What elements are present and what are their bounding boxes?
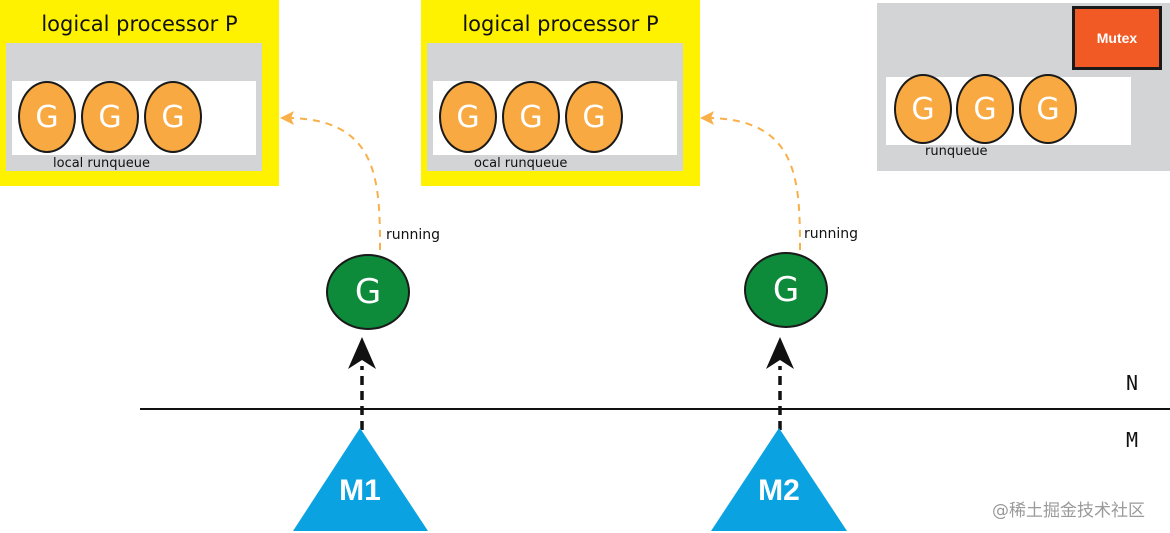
running-goroutine-1: G xyxy=(326,254,410,330)
running-goroutine-2: G xyxy=(744,252,828,328)
machine-2-label: M2 xyxy=(758,474,800,507)
running-arrow-2-head xyxy=(700,111,714,125)
machine-1-triangle xyxy=(293,428,428,531)
queued-goroutine: G xyxy=(144,81,202,153)
running-arrow-2 xyxy=(709,117,801,251)
running-label-2: running xyxy=(804,226,859,242)
queued-goroutine: G xyxy=(18,81,76,153)
m-label: M xyxy=(1126,428,1139,452)
running-arrow-1 xyxy=(289,117,381,251)
machine-1-label: M1 xyxy=(339,474,381,507)
global-runqueue-box: Mutex G G G runqueue xyxy=(877,3,1170,171)
logical-processor-2: logical processor P G G G ocal runqueue xyxy=(421,0,700,186)
logical-processor-1: logical processor P G G G local runqueue xyxy=(0,0,279,186)
queued-goroutine: G xyxy=(894,74,952,144)
queued-goroutine: G xyxy=(439,81,497,153)
running-label-1: running xyxy=(386,227,441,243)
runqueue-label: ocal runqueue xyxy=(474,156,568,171)
running-arrow-1-head xyxy=(280,111,294,125)
watermark: @稀土掘金技术社区 xyxy=(992,501,1145,521)
bind-arrow-1-head xyxy=(348,337,376,369)
mutex-badge: Mutex xyxy=(1072,6,1162,70)
queued-goroutine: G xyxy=(565,81,623,153)
queued-goroutine: G xyxy=(502,81,560,153)
queued-goroutine: G xyxy=(1019,74,1077,144)
runqueue-label: local runqueue xyxy=(53,156,150,171)
processor-title: logical processor P xyxy=(462,12,659,36)
machine-2-triangle xyxy=(711,428,847,531)
queued-goroutine: G xyxy=(956,74,1014,144)
n-label: N xyxy=(1126,371,1139,395)
processor-title: logical processor P xyxy=(41,12,238,36)
runqueue-label: runqueue xyxy=(925,144,988,159)
queued-goroutine: G xyxy=(81,81,139,153)
bind-arrow-2-head xyxy=(766,337,794,369)
